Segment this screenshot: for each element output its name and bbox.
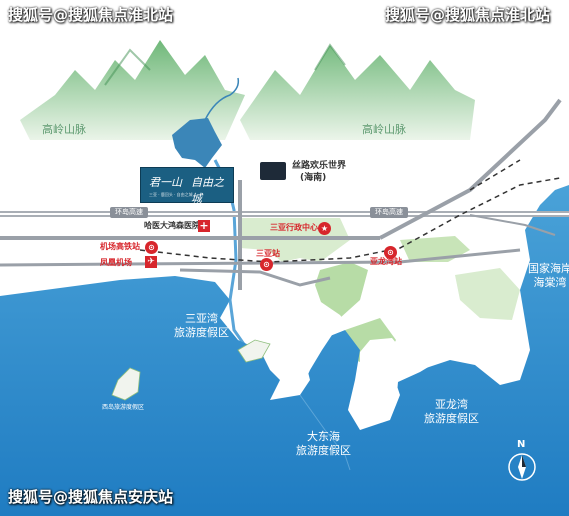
mountain-label-right: 高岭山脉 [362,123,406,136]
reservoir [172,77,257,361]
mountain-range [20,40,475,140]
brand-name-2: 自由之城 [191,176,224,205]
watermark-bottom-left: 搜狐号@搜狐焦点安庆站 [8,488,174,506]
brand-name-1: 君一山 [149,176,182,189]
airport-label[interactable]: 凤凰机场 [100,258,132,267]
hospital-label[interactable]: 哈医大鸿森医院 [144,221,200,230]
yalongwan-station-label[interactable]: 亚龙湾站 [370,257,402,266]
brand-subtitle: 三亚 · 鹿回头 · 自由之城 [149,192,193,197]
train-station-icon: ⊙ [145,241,158,254]
sanya-station-label[interactable]: 三亚站 [256,249,280,258]
islands [111,339,271,401]
airport-rail-label[interactable]: 机场高铁站 [100,242,140,251]
highway-label-left: 环岛高速 [110,207,148,218]
silk-road-sublabel: (海南) [300,173,327,183]
yalong-bay-label: 亚龙湾 旅游度假区 [424,398,479,425]
train-station-icon: ⊙ [384,246,397,259]
dadonghai-label: 大东海 旅游度假区 [296,430,351,457]
silk-road-label[interactable]: 丝路欢乐世界 [292,161,347,171]
star-icon: ★ [318,222,331,235]
mountain-label-left: 高岭山脉 [42,123,86,136]
watermark-top-left: 搜狐号@搜狐焦点淮北站 [8,6,174,24]
sanya-bay-label: 三亚湾 旅游度假区 [174,312,229,339]
railway [139,159,561,263]
project-brand[interactable]: 君一山 自由之城 三亚 · 鹿回头 · 自由之城 [140,167,234,205]
sea [0,185,569,516]
highway-label-right: 环岛高速 [370,207,408,218]
watermark-top-right: 搜狐号@搜狐焦点淮北站 [385,6,551,24]
compass-north-label: N [517,439,526,450]
airplane-icon: ✈ [145,256,157,268]
hospital-icon: + [198,219,210,232]
peninsulas [290,300,430,418]
silk-road-logo [260,162,286,180]
roads [0,98,569,290]
train-station-icon: ⊙ [260,258,273,271]
xidao-label: 西岛旅游度假区 [102,404,145,411]
admin-center-label[interactable]: 三亚行政中心 [270,223,318,232]
haitang-bay-label: 国家海岸 海棠湾 [528,262,569,289]
compass: N [507,440,537,486]
compass-rose-icon [508,453,536,481]
